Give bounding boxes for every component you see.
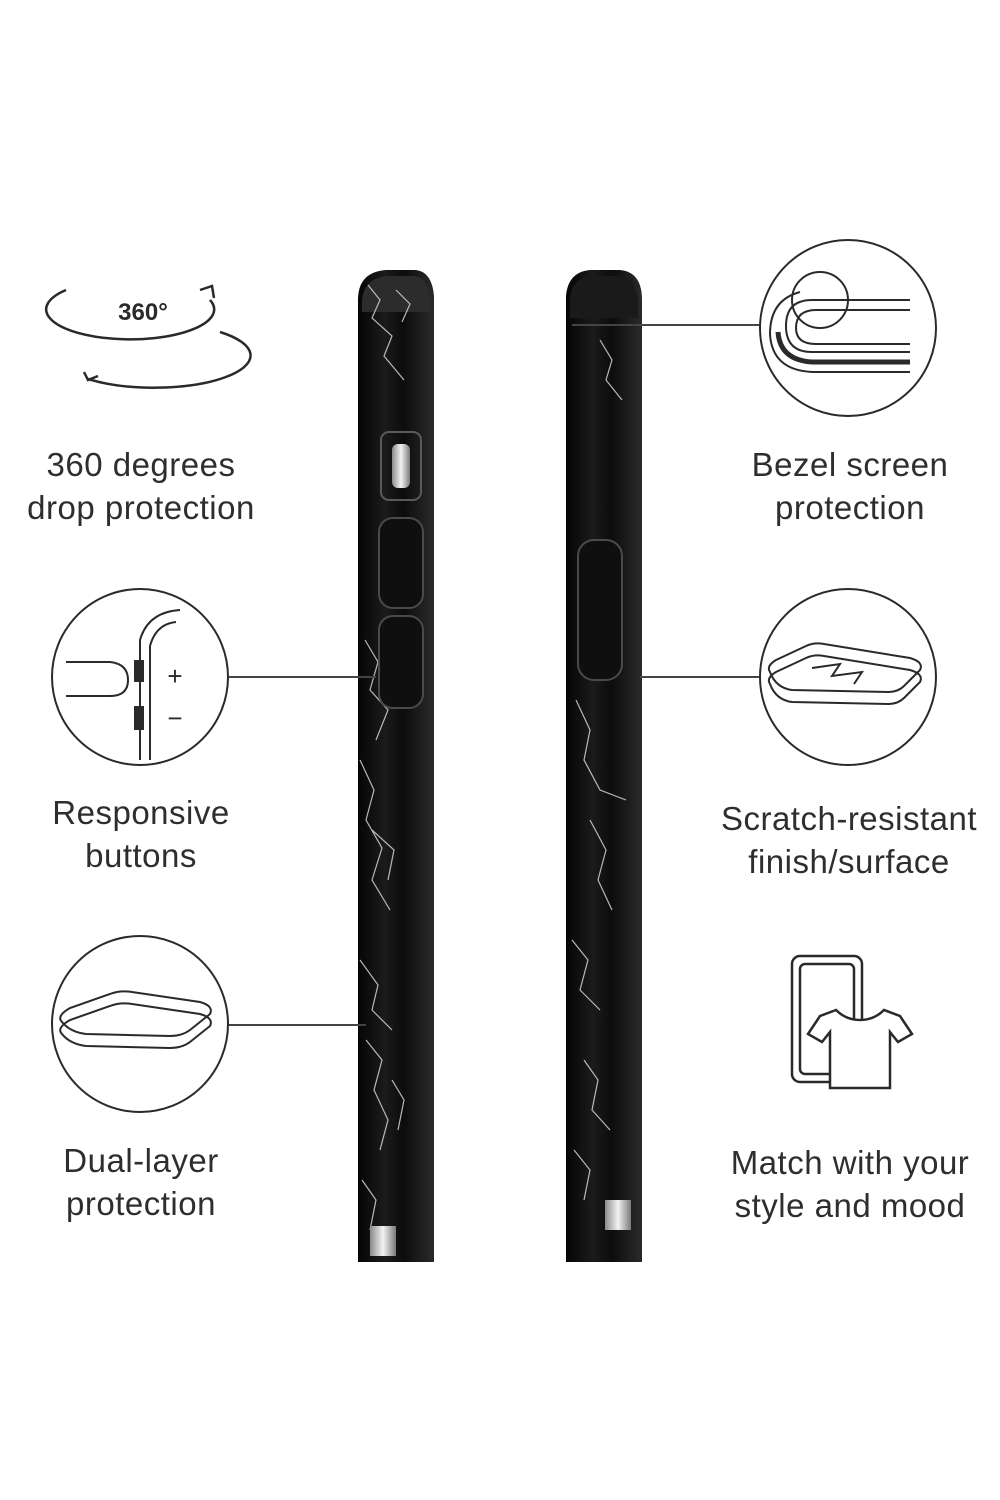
dual-layer-icon: [51, 935, 229, 1113]
phone-shirt-icon: [790, 954, 914, 1090]
match-style-label: Match with your style and mood: [700, 1141, 1000, 1227]
badge-360: 360°: [118, 299, 168, 326]
plus-sign: +: [167, 661, 182, 691]
responsive-buttons-label: Responsive buttons: [0, 791, 282, 877]
dual-layer-line-1: Dual-layer: [63, 1142, 219, 1179]
drop-line-2: drop protection: [27, 489, 255, 526]
leader-lines: [228, 324, 762, 1026]
style-line-1: Match with your: [730, 1144, 970, 1181]
style-line-2: style and mood: [734, 1187, 966, 1224]
rotate-360-icon: 360°: [44, 284, 252, 389]
dual-layer-line-2: protection: [66, 1185, 216, 1222]
buttons-line-2: buttons: [85, 837, 197, 874]
drop-line-1: 360 degrees: [46, 446, 236, 483]
marble-veins: [359, 284, 411, 1231]
bezel-icon: [759, 239, 937, 417]
responsive-buttons-icon: + −: [51, 588, 229, 766]
scratch-surface-icon: [759, 588, 937, 766]
left-phone-case: [358, 270, 434, 1262]
drop-protection-label: 360 degrees drop protection: [0, 443, 282, 529]
scratch-line-1: Scratch-resistant: [720, 800, 978, 837]
bezel-protection-label: Bezel screen protection: [700, 443, 1000, 529]
buttons-line-1: Responsive: [52, 794, 230, 831]
minus-sign: −: [167, 703, 182, 733]
bezel-line-1: Bezel screen: [751, 446, 949, 483]
dual-layer-label: Dual-layer protection: [0, 1139, 282, 1225]
marble-veins-right: [571, 339, 627, 1201]
scratch-line-2: finish/surface: [748, 843, 950, 880]
scratch-resistant-label: Scratch-resistant finish/surface: [698, 797, 1000, 883]
bezel-line-2: protection: [775, 489, 925, 526]
right-phone-case: [566, 270, 642, 1262]
